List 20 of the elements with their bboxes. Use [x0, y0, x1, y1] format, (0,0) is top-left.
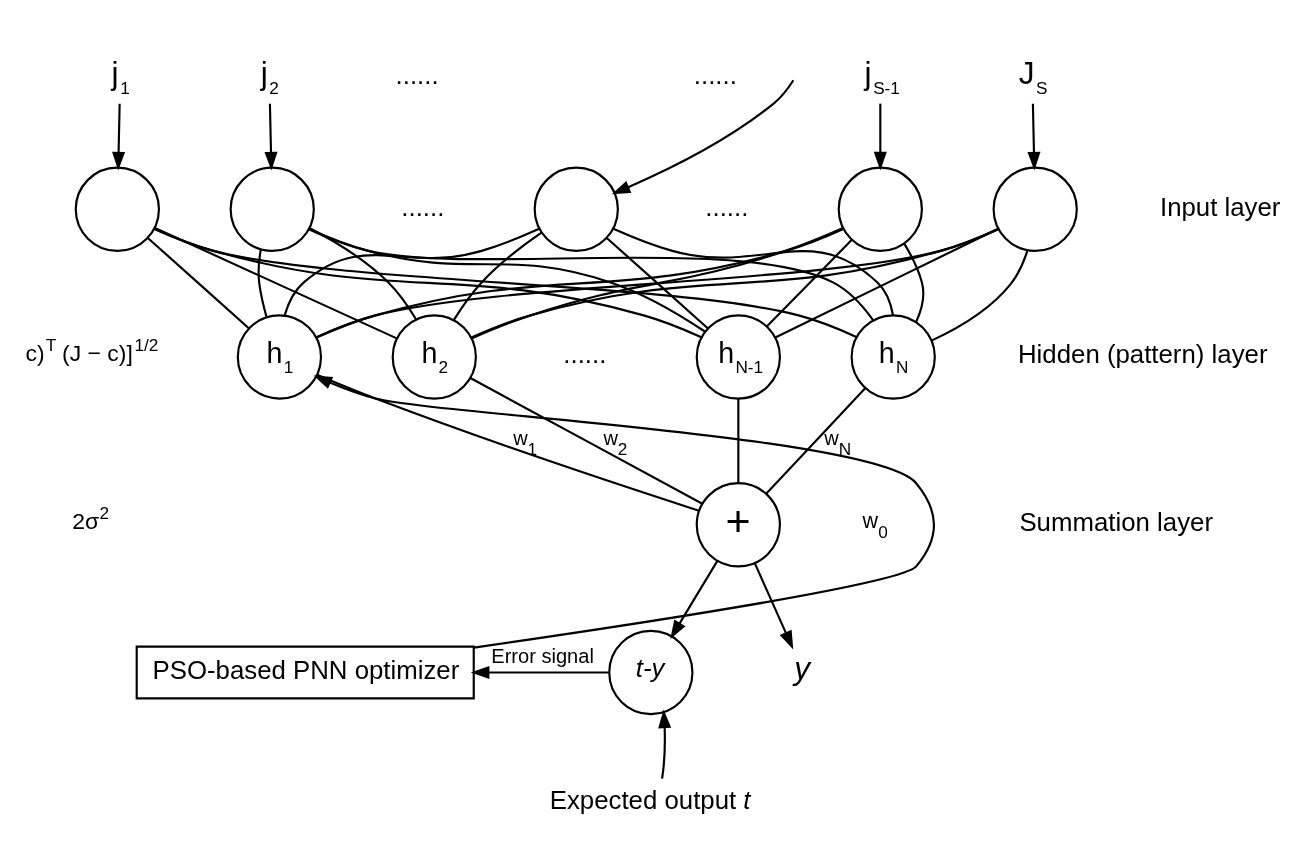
node-text: j$_{1}$ — [111, 54, 130, 98]
node-text: j$_{2}$ — [260, 54, 279, 98]
label: c)$^{T}$ (J − c)]$^{1/2}$ — [25, 335, 159, 367]
label: ...... — [563, 340, 607, 369]
node-label: w$_{0}$ — [862, 509, 888, 543]
label: Hidden (pattern) layer — [1017, 340, 1268, 369]
node-text: y — [794, 650, 811, 687]
node-text: j$_{S-1}$ — [864, 54, 900, 98]
label: 2σ$^{2}$ — [72, 502, 109, 534]
edge-label: w$_{N}$ — [824, 426, 852, 459]
node-text: J$_{S}$ — [1018, 54, 1048, 98]
label: Input layer — [1159, 192, 1281, 221]
edge-label: Error signal — [491, 644, 594, 667]
label: Summation layer — [1019, 508, 1213, 537]
label: ...... — [401, 192, 445, 221]
edge-label: w$_{2}$ — [603, 426, 628, 459]
label: ...... — [395, 60, 439, 89]
label: ...... — [693, 60, 737, 89]
node-text: Expected output t — [549, 786, 751, 815]
label: ...... — [705, 192, 749, 221]
